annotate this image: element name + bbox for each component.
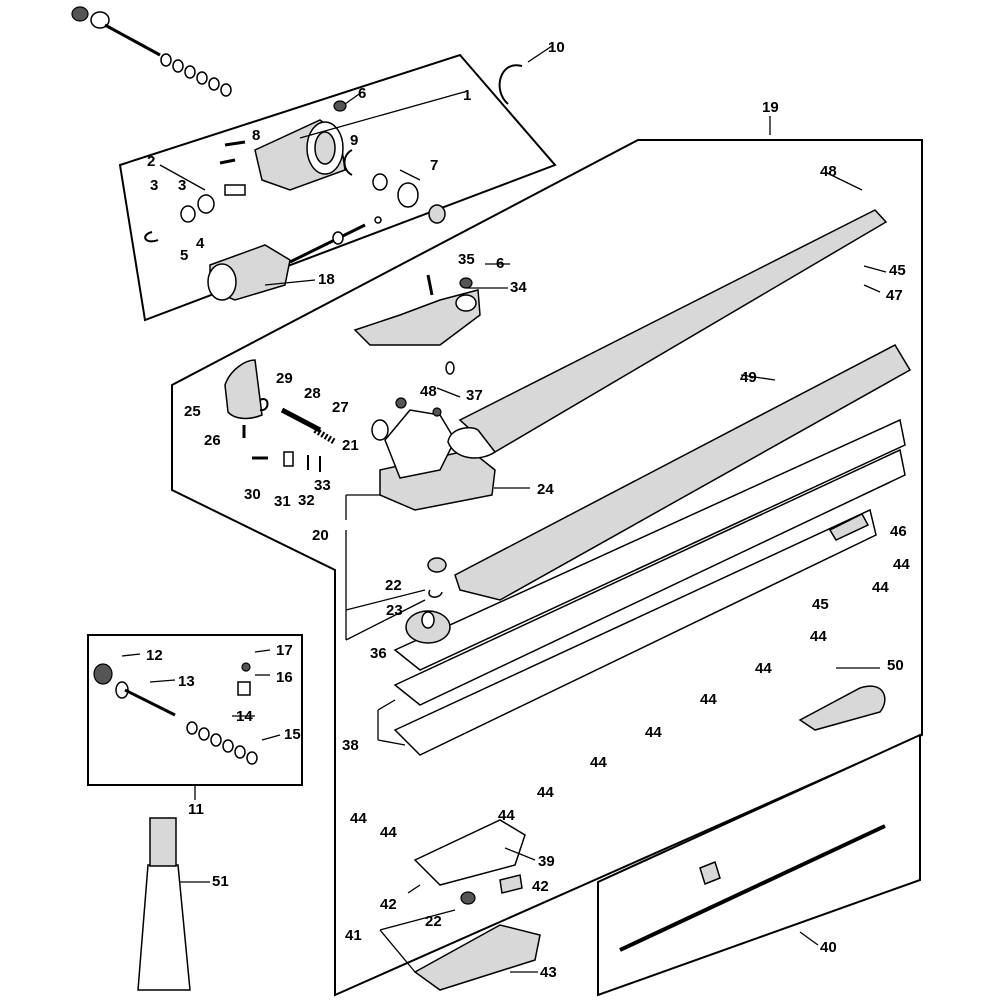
- long-bar: [447, 209, 888, 459]
- label-15: 15: [284, 726, 301, 743]
- label-25: 25: [184, 403, 201, 420]
- label-19: 19: [762, 99, 779, 116]
- label-18: 18: [318, 271, 335, 288]
- label-37: 37: [466, 387, 483, 404]
- guide-rail-part-49: [454, 344, 912, 601]
- label-27: 27: [332, 399, 349, 416]
- label-23: 23: [386, 602, 403, 619]
- assembly-11-contents: [93, 662, 258, 765]
- holder-part-34: [353, 274, 481, 375]
- frame-assembly-1: [118, 53, 557, 322]
- frame-assembly-40: [597, 733, 921, 997]
- label-22a: 22: [385, 577, 402, 594]
- end-cap-part-50: [798, 685, 886, 731]
- label-36: 36: [370, 645, 387, 662]
- small-parts-left: [224, 359, 337, 472]
- label-9: 9: [350, 132, 358, 149]
- label-26: 26: [204, 432, 221, 449]
- label-44e: 44: [700, 691, 717, 708]
- gasket-part-39: [413, 819, 526, 886]
- label-35: 35: [458, 251, 475, 268]
- label-47: 47: [886, 287, 903, 304]
- clip-part-10: [498, 64, 523, 105]
- bearing-part-22b: [460, 891, 476, 905]
- label-6a: 6: [358, 85, 366, 102]
- label-24: 24: [537, 481, 554, 498]
- label-43: 43: [540, 964, 557, 981]
- label-4: 4: [196, 235, 205, 252]
- part-labels: 1 2 3 3 4 5 6 6 7 8 9 10 11 12 13 14 15 …: [146, 39, 910, 981]
- strip-part-40: [619, 824, 886, 952]
- label-28: 28: [304, 385, 321, 402]
- disk-part-36: [405, 610, 451, 644]
- gear-housing-assembly: [144, 100, 446, 301]
- grease-tube-part-51: [137, 817, 191, 991]
- clip-part-42: [499, 874, 523, 894]
- blade-assembly: [393, 418, 906, 756]
- label-21: 21: [342, 437, 359, 454]
- label-45a: 45: [889, 262, 906, 279]
- label-6b: 6: [496, 255, 504, 272]
- label-14: 14: [236, 708, 253, 725]
- label-44h: 44: [537, 784, 554, 801]
- label-44b: 44: [872, 579, 889, 596]
- label-33: 33: [314, 477, 331, 494]
- label-44i: 44: [498, 807, 515, 824]
- plate-part-46: [828, 513, 870, 541]
- label-29: 29: [276, 370, 293, 387]
- label-45b: 45: [812, 596, 829, 613]
- label-5: 5: [180, 247, 188, 264]
- cover-part-41: [413, 924, 541, 991]
- label-34: 34: [510, 279, 527, 296]
- label-50: 50: [887, 657, 904, 674]
- label-44c: 44: [810, 628, 827, 645]
- label-11: 11: [188, 801, 204, 818]
- label-7: 7: [430, 157, 438, 174]
- frame-assembly-11: [87, 634, 303, 786]
- label-38: 38: [342, 737, 359, 754]
- label-3b: 3: [178, 177, 186, 194]
- label-13: 13: [178, 673, 195, 690]
- label-1: 1: [463, 87, 471, 104]
- label-48b: 48: [420, 383, 437, 400]
- label-44k: 44: [380, 824, 397, 841]
- label-31: 31: [274, 493, 291, 510]
- label-48a: 48: [820, 163, 837, 180]
- label-22b: 22: [425, 913, 442, 930]
- label-46: 46: [890, 523, 907, 540]
- label-39: 39: [538, 853, 555, 870]
- label-40: 40: [820, 939, 837, 956]
- label-16: 16: [276, 669, 293, 686]
- label-51: 51: [212, 873, 229, 890]
- label-41: 41: [345, 927, 362, 944]
- label-49: 49: [740, 369, 757, 386]
- label-8: 8: [252, 127, 260, 144]
- rod-assembly-top: [71, 6, 232, 97]
- leader-lines: [121, 45, 887, 973]
- label-44a: 44: [893, 556, 910, 573]
- label-30: 30: [244, 486, 261, 503]
- label-42b: 42: [532, 878, 549, 895]
- label-10: 10: [548, 39, 565, 56]
- label-3a: 3: [150, 177, 158, 194]
- label-44d: 44: [755, 660, 772, 677]
- label-20: 20: [312, 527, 329, 544]
- label-44j: 44: [350, 810, 367, 827]
- label-2: 2: [147, 153, 155, 170]
- clip-part-40b: [699, 861, 721, 885]
- label-44g: 44: [590, 754, 607, 771]
- gear-case-part-20: [371, 397, 496, 598]
- label-17: 17: [276, 642, 293, 659]
- label-44f: 44: [645, 724, 662, 741]
- label-42a: 42: [380, 896, 397, 913]
- label-32: 32: [298, 492, 315, 509]
- label-12: 12: [146, 647, 163, 664]
